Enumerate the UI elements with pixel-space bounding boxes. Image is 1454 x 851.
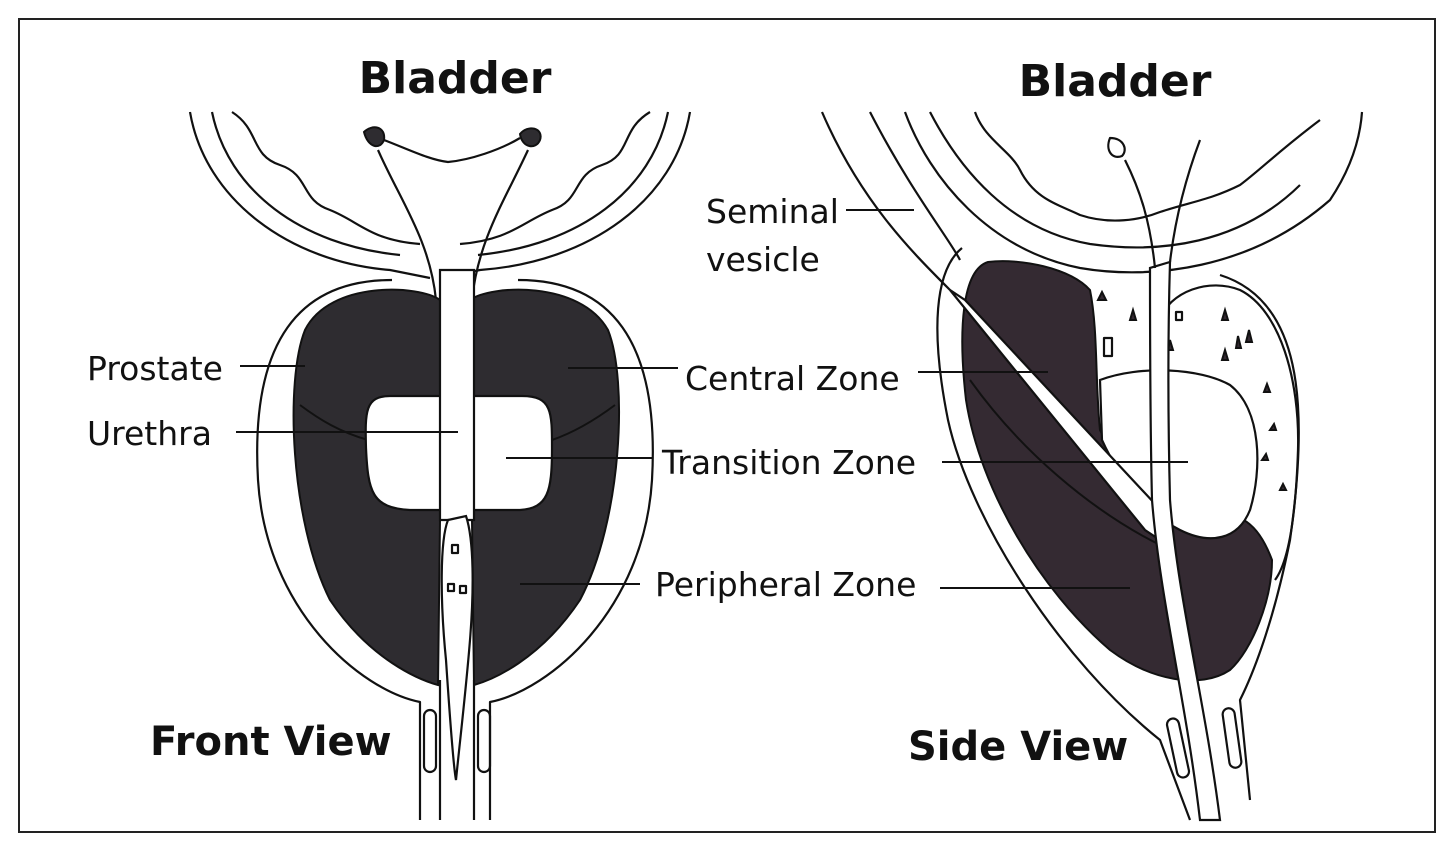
side-seminal-vesicle bbox=[822, 112, 960, 290]
label-peripheral-zone: Peripheral Zone bbox=[655, 565, 916, 604]
front-right-ureteric-orifice bbox=[520, 128, 541, 146]
front-view-title: Front View bbox=[150, 719, 392, 765]
front-bladder-mucosa-right bbox=[460, 112, 650, 244]
label-prostate: Prostate bbox=[87, 349, 223, 388]
front-bladder-wall bbox=[190, 112, 690, 278]
side-view-title: Side View bbox=[908, 724, 1128, 770]
label-seminal-line1: Seminal bbox=[706, 192, 839, 231]
front-left-ureteric-orifice bbox=[364, 127, 384, 146]
front-trigone bbox=[384, 138, 520, 162]
label-seminal-line2: vesicle bbox=[706, 240, 820, 279]
front-bladder-inner-wall bbox=[212, 112, 668, 255]
label-central-zone: Central Zone bbox=[685, 359, 900, 398]
front-bladder-title: Bladder bbox=[359, 53, 552, 104]
front-view-illustration bbox=[190, 112, 690, 820]
front-bulbourethral-left bbox=[424, 710, 436, 772]
side-ureteric-orifice bbox=[1108, 138, 1124, 157]
front-ureter-right bbox=[472, 150, 528, 300]
label-transition-zone: Transition Zone bbox=[661, 443, 916, 482]
label-urethra: Urethra bbox=[87, 414, 212, 453]
front-urethra bbox=[440, 270, 474, 520]
front-bulbourethral-right bbox=[478, 710, 490, 772]
side-bulbourethral-right bbox=[1222, 707, 1242, 768]
side-bladder-mucosa bbox=[975, 112, 1320, 221]
side-bladder-title: Bladder bbox=[1019, 56, 1212, 107]
front-verumontanum bbox=[442, 516, 473, 780]
